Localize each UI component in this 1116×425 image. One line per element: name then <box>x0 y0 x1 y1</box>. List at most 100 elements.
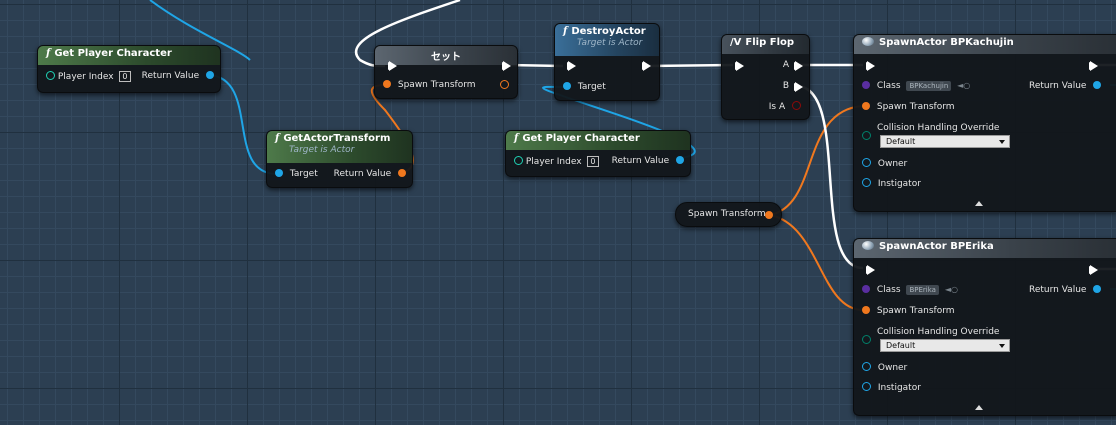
exec-out-pin[interactable] <box>1089 61 1098 71</box>
spawn-transform-in-pin[interactable]: Spawn Transform <box>383 80 476 90</box>
spawn-transform-pin[interactable]: Spawn Transform <box>862 102 955 112</box>
exec-out-pin[interactable] <box>502 61 511 71</box>
collision-dropdown[interactable]: Default <box>880 339 1010 352</box>
pin-label: Spawn Transform <box>876 306 955 316</box>
node-spawn-actor-erika[interactable]: SpawnActor BPErika Class BPErika ◄○ Retu… <box>853 238 1116 416</box>
browse-use-icons[interactable]: ◄○ <box>957 81 971 90</box>
node-spawn-actor-kachujin[interactable]: SpawnActor BPKachujin Class BPKachujin ◄… <box>853 34 1116 212</box>
spawn-transform-pin[interactable]: Spawn Transform <box>862 306 955 316</box>
return-value-pin[interactable]: Return Value <box>612 156 684 166</box>
object-pin-icon[interactable] <box>862 362 871 371</box>
node-title: Get Player Character <box>522 133 640 144</box>
node-header[interactable]: SpawnActor BPKachujin <box>854 35 1116 54</box>
transform-pin-icon[interactable] <box>500 80 509 89</box>
exec-out-pin[interactable] <box>642 61 651 71</box>
instigator-pin[interactable]: Instigator <box>862 382 921 393</box>
b-out-pin[interactable]: B <box>783 81 789 91</box>
player-index-pin[interactable]: Player Index 0 <box>46 71 131 82</box>
expand-arrow-icon[interactable] <box>975 405 983 410</box>
exec-in-pin[interactable] <box>866 265 875 275</box>
object-pin-icon[interactable] <box>1093 81 1102 89</box>
transform-pin-icon[interactable] <box>862 306 870 314</box>
enum-pin-icon[interactable] <box>862 131 871 140</box>
return-value-pin[interactable]: Return Value <box>1029 285 1102 295</box>
node-header[interactable]: セット <box>375 46 517 65</box>
collision-pin[interactable]: Collision Handling Override <box>862 327 999 344</box>
transform-pin-icon[interactable] <box>765 211 773 219</box>
a-out-pin[interactable]: A <box>783 60 789 70</box>
node-title: セット <box>431 52 461 63</box>
owner-pin[interactable]: Owner <box>862 158 907 169</box>
class-select[interactable]: BPErika <box>906 285 939 295</box>
object-pin-icon[interactable] <box>862 382 871 391</box>
player-index-input[interactable]: 0 <box>587 156 599 167</box>
a-exec-icon[interactable] <box>794 61 803 71</box>
browse-use-icons[interactable]: ◄○ <box>944 285 958 294</box>
flipflop-icon: /V <box>730 37 742 48</box>
spawn-transform-out-pin[interactable] <box>500 80 509 91</box>
pin-label: Target <box>289 169 318 179</box>
object-pin-icon[interactable] <box>563 82 571 90</box>
object-pin-icon[interactable] <box>206 71 214 79</box>
pin-label: B <box>782 81 789 91</box>
node-subtitle: Target is Actor <box>289 145 355 155</box>
expand-arrow-icon[interactable] <box>975 201 983 206</box>
bool-pin-icon[interactable] <box>792 101 801 110</box>
dropdown-value: Default <box>886 341 916 350</box>
exec-in-pin[interactable] <box>866 61 875 71</box>
spawn-transform-variable[interactable]: Spawn Transform <box>675 202 782 227</box>
target-pin[interactable]: Target <box>275 169 318 179</box>
int-pin-icon[interactable] <box>514 156 523 165</box>
is-a-out-pin[interactable]: Is A <box>769 101 801 112</box>
class-pin-icon[interactable] <box>862 285 870 293</box>
instigator-pin[interactable]: Instigator <box>862 178 921 189</box>
object-pin-icon[interactable] <box>676 156 684 164</box>
pin-label: A <box>782 60 789 70</box>
transform-pin-icon[interactable] <box>383 80 391 88</box>
collision-pin[interactable]: Collision Handling Override <box>862 123 1000 140</box>
class-pin-icon[interactable] <box>862 81 870 89</box>
return-value-pin[interactable]: Return Value <box>142 71 214 81</box>
dropdown-value: Default <box>886 137 916 146</box>
node-header[interactable]: SpawnActor BPErika <box>854 239 1116 258</box>
enum-pin-icon[interactable] <box>862 335 871 344</box>
return-value-pin[interactable]: Return Value <box>334 169 406 179</box>
exec-in-pin[interactable] <box>567 61 576 71</box>
node-set-spawn-transform[interactable]: セット Spawn Transform <box>374 45 518 99</box>
exec-out-pin[interactable] <box>1089 265 1098 275</box>
return-value-pin[interactable]: Return Value <box>1029 81 1102 91</box>
exec-in-pin[interactable] <box>735 61 744 71</box>
object-pin-icon[interactable] <box>862 178 871 187</box>
player-index-input[interactable]: 0 <box>119 71 131 82</box>
class-pin[interactable]: Class BPKachujin ◄○ <box>862 81 970 91</box>
owner-pin[interactable]: Owner <box>862 362 907 373</box>
transform-pin-icon[interactable] <box>398 169 406 177</box>
pin-label: Class <box>876 81 901 91</box>
exec-in-pin[interactable] <box>388 61 397 71</box>
object-pin-icon[interactable] <box>1093 285 1102 293</box>
object-pin-icon[interactable] <box>275 169 283 177</box>
pin-label: Collision Handling Override <box>877 123 1000 133</box>
transform-pin-icon[interactable] <box>862 102 870 110</box>
node-subtitle: Target is Actor <box>577 38 643 48</box>
b-exec-icon[interactable] <box>794 82 803 92</box>
class-select[interactable]: BPKachujin <box>906 81 952 91</box>
pin-label: Spawn Transform <box>397 80 476 90</box>
target-pin[interactable]: Target <box>563 82 606 92</box>
pin-label: Return Value <box>333 169 392 179</box>
collision-dropdown[interactable]: Default <box>880 135 1010 148</box>
player-index-pin[interactable]: Player Index 0 <box>514 156 599 167</box>
object-pin-icon[interactable] <box>862 158 871 167</box>
class-pin[interactable]: Class BPErika ◄○ <box>862 285 958 295</box>
int-pin-icon[interactable] <box>46 71 55 80</box>
